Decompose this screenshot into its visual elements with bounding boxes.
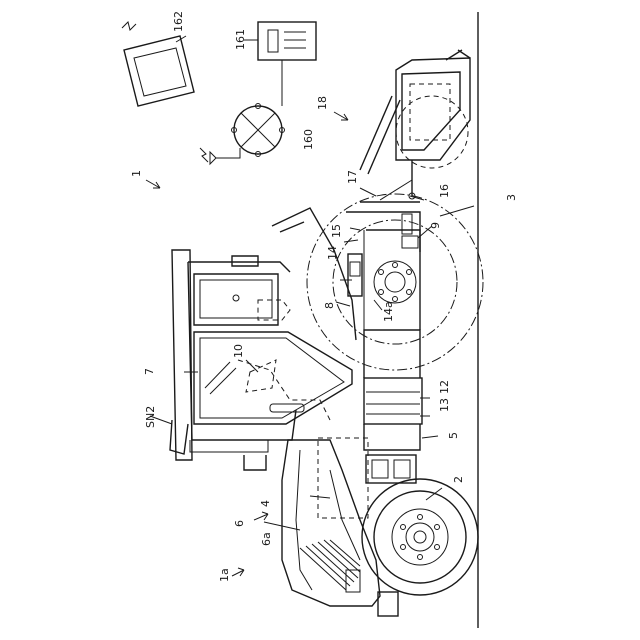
label-2: 2 xyxy=(452,476,465,483)
label-9: 9 xyxy=(429,222,442,229)
label-7: 7 xyxy=(143,368,156,375)
label-15: 15 xyxy=(330,224,343,238)
server-161 xyxy=(244,22,316,106)
label-6: 6 xyxy=(233,520,246,527)
front-wheel xyxy=(362,479,478,595)
label-6a: 6a xyxy=(260,532,273,546)
label-17: 17 xyxy=(346,170,359,184)
label-16: 16 xyxy=(438,184,451,198)
rear-wheel xyxy=(307,194,483,370)
label-5: 5 xyxy=(447,432,460,439)
label-13: 13 xyxy=(438,398,451,412)
rear-axle-detail xyxy=(344,240,362,296)
label-8: 8 xyxy=(323,302,336,309)
leader-lines xyxy=(146,112,474,576)
label-18: 18 xyxy=(316,96,329,110)
label-12: 12 xyxy=(438,380,451,394)
label-sn2: SN2 xyxy=(144,406,157,428)
label-4: 4 xyxy=(259,500,272,507)
tablet-162 xyxy=(122,22,194,106)
cabin xyxy=(170,208,356,460)
label-3: 3 xyxy=(505,194,518,201)
label-162: 162 xyxy=(172,11,185,32)
label-1a: 1a xyxy=(218,568,231,582)
label-14: 14 xyxy=(326,246,339,260)
label-161: 161 xyxy=(234,29,247,50)
label-14a: 14a xyxy=(382,301,395,322)
label-1: 1 xyxy=(130,170,143,177)
antenna-device-160 xyxy=(200,104,285,165)
rear-hitch xyxy=(346,50,470,252)
label-10: 10 xyxy=(232,344,245,358)
label-160: 160 xyxy=(302,129,315,150)
